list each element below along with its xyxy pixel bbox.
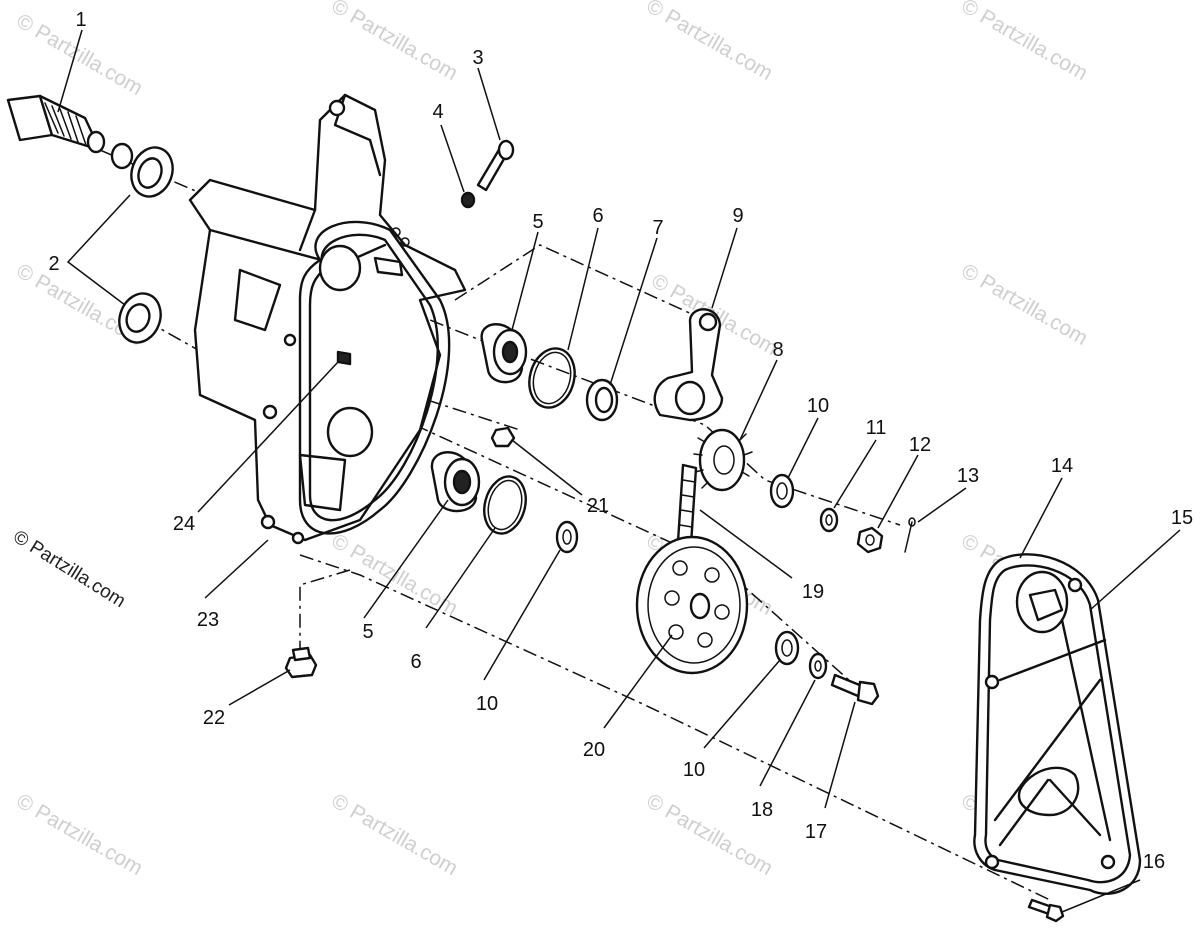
callout-2: 2 bbox=[48, 253, 59, 275]
callout-9: 9 bbox=[732, 205, 743, 227]
watermark: © Partzilla.com bbox=[643, 0, 777, 85]
callout-10-top: 10 bbox=[807, 395, 829, 417]
part-6-oring-upper bbox=[528, 347, 576, 409]
part-6-oring-lower bbox=[483, 475, 527, 535]
part-8-top-sprocket bbox=[693, 428, 753, 492]
part-4-nut bbox=[460, 191, 476, 209]
part-16-bolt bbox=[1027, 898, 1065, 923]
callout-17: 17 bbox=[805, 821, 827, 843]
callout-7: 7 bbox=[652, 217, 663, 239]
leader-lines bbox=[57, 29, 1181, 913]
callout-labels: 1 2 3 4 5 6 7 9 8 10 11 12 13 14 15 16 1… bbox=[48, 9, 1193, 873]
callout-3: 3 bbox=[472, 47, 483, 69]
part-2-seal-lower bbox=[118, 292, 162, 344]
part-20-bottom-sprocket bbox=[635, 535, 749, 675]
callout-18: 18 bbox=[751, 799, 773, 821]
callout-6-upper: 6 bbox=[592, 205, 603, 227]
callout-10-bottom-right: 10 bbox=[683, 759, 705, 781]
part-21-nut bbox=[490, 426, 516, 448]
callout-16: 16 bbox=[1143, 851, 1165, 873]
part-11-lock-washer bbox=[819, 507, 839, 533]
part-10-washer bbox=[555, 520, 579, 554]
callout-21: 21 bbox=[587, 495, 609, 517]
watermark: © Partzilla.com bbox=[958, 0, 1092, 85]
callout-1: 1 bbox=[75, 9, 86, 31]
part-9-tensioner-arm bbox=[653, 308, 724, 422]
callout-13: 13 bbox=[957, 465, 979, 487]
callout-5-lower: 5 bbox=[362, 621, 373, 643]
callout-4: 4 bbox=[432, 101, 443, 123]
callout-24: 24 bbox=[173, 513, 195, 535]
part-5-bearing-upper bbox=[480, 323, 528, 384]
watermark: © Partzilla.com bbox=[13, 789, 147, 880]
part-17-bolt bbox=[830, 673, 880, 706]
part-5-bearing-lower bbox=[430, 451, 481, 513]
callout-12: 12 bbox=[909, 434, 931, 456]
part-3-bolt bbox=[476, 139, 515, 192]
callout-19: 19 bbox=[802, 581, 824, 603]
copyright-credit: © Partzilla.com bbox=[9, 526, 129, 612]
part-10-washer bbox=[774, 630, 800, 666]
callout-15: 15 bbox=[1171, 507, 1193, 529]
callout-6-lower: 6 bbox=[410, 651, 421, 673]
callout-11: 11 bbox=[866, 417, 887, 439]
part-18-washer bbox=[808, 652, 828, 680]
part-2-seal-upper bbox=[130, 146, 174, 198]
part-23-chaincase-housing bbox=[188, 93, 467, 545]
callout-14: 14 bbox=[1051, 455, 1073, 477]
callout-20: 20 bbox=[583, 739, 605, 761]
watermark: © Partzilla.com bbox=[328, 0, 462, 85]
part-22-drain-plug bbox=[284, 646, 318, 679]
callout-10-bottom-left: 10 bbox=[476, 693, 498, 715]
part-12-nut bbox=[856, 526, 884, 554]
part-24-screw bbox=[336, 350, 352, 366]
part-7-seal bbox=[585, 378, 619, 422]
part-10-washer bbox=[769, 473, 795, 509]
part-13-cotter-pin bbox=[904, 517, 916, 553]
part-14-chaincase-cover bbox=[973, 553, 1142, 895]
part-1-drive-shaft bbox=[6, 94, 134, 170]
watermark: © Partzilla.com bbox=[328, 789, 462, 880]
callout-5-upper: 5 bbox=[532, 211, 543, 233]
callout-23: 23 bbox=[197, 609, 219, 631]
callout-8: 8 bbox=[772, 339, 783, 361]
watermark: © Partzilla.com bbox=[958, 259, 1092, 350]
callout-22: 22 bbox=[203, 707, 225, 729]
